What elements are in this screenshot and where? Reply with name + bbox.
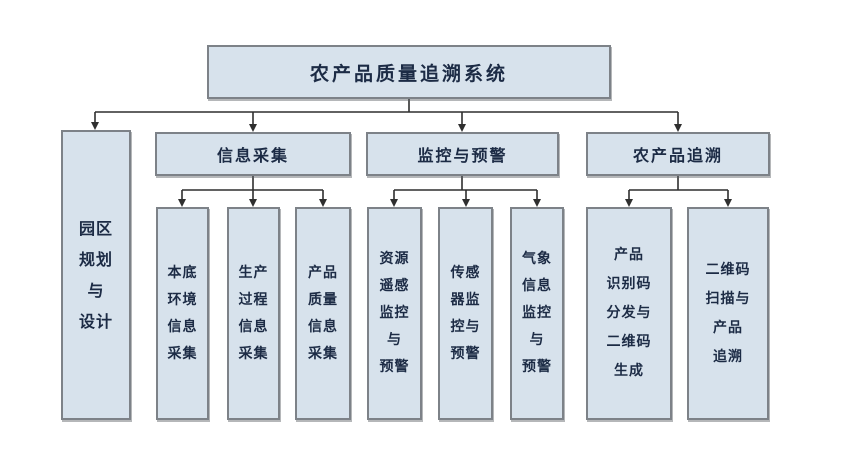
node-root: 农产品质量追溯系统	[207, 45, 611, 99]
node-weather-monitoring: 气象 信息 监控 与 预警	[510, 207, 564, 420]
node-product-tracing: 农产品追溯	[586, 132, 770, 176]
node-production-process-info: 生产 过程 信息 采集	[227, 207, 280, 420]
node-park-planning: 园区 规划 与 设计	[61, 130, 131, 420]
node-sensor-monitoring: 传感 器监 控与 预警	[438, 207, 493, 420]
node-product-quality-info: 产品 质量 信息 采集	[295, 207, 351, 420]
node-monitoring-warning: 监控与预警	[366, 132, 559, 176]
node-base-environment-info: 本底 环境 信息 采集	[156, 207, 209, 420]
node-qr-scan-tracing: 二维码 扫描与 产品 追溯	[687, 207, 769, 420]
node-info-collection: 信息采集	[155, 132, 351, 176]
node-remote-sensing-monitoring: 资源 遥感 监控 与 预警	[367, 207, 422, 420]
node-id-code-qr-generation: 产品 识别码 分发与 二维码 生成	[586, 207, 672, 420]
